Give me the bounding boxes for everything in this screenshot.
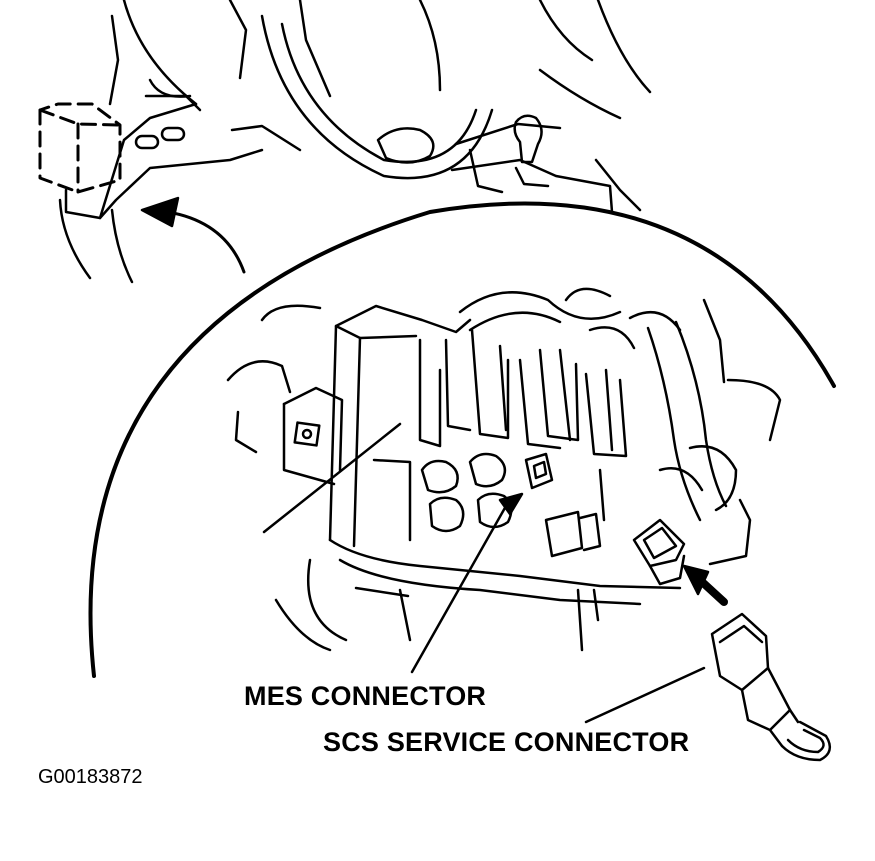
- figure-id: G00183872: [38, 766, 143, 788]
- detail-magnifier-arc: [88, 201, 836, 678]
- harness-connector: [632, 518, 686, 586]
- mes-connector-label: MES CONNECTOR: [244, 681, 487, 711]
- mes-connector-socket: [524, 452, 554, 490]
- location-box-dashed: [38, 102, 122, 194]
- insertion-arrow: [682, 564, 728, 606]
- scs-connector-socket: [544, 468, 606, 558]
- leader-lines: [262, 422, 706, 724]
- location-arrow: [140, 196, 246, 274]
- scs-service-connector-plug: [710, 612, 832, 762]
- fuse-box-detail: [226, 287, 782, 652]
- dashboard-overview: [38, 0, 652, 284]
- scs-service-connector-label: SCS SERVICE CONNECTOR: [323, 727, 690, 757]
